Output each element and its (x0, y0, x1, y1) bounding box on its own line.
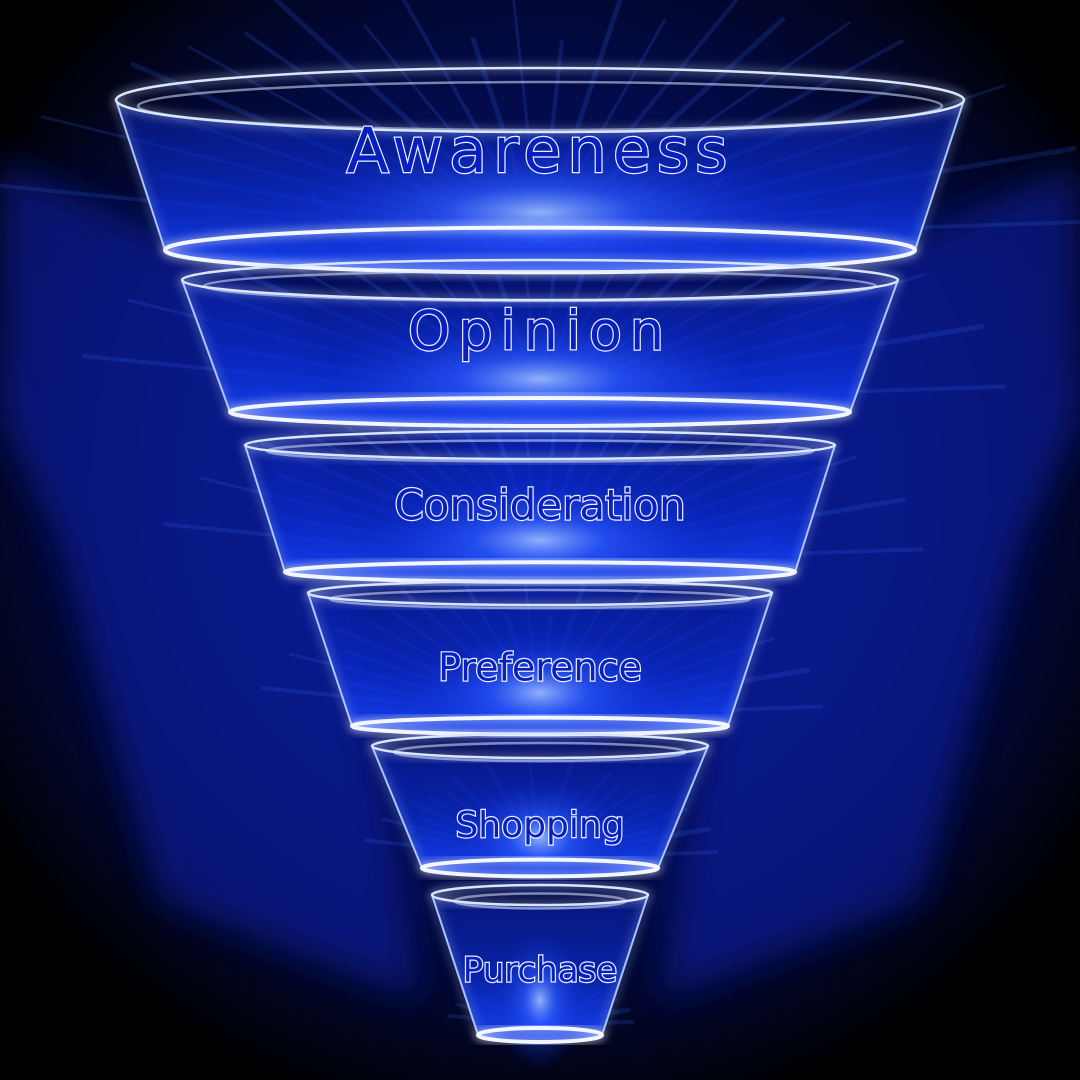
stage-inner-rim (202, 269, 878, 303)
funnel-stage: Preference (306, 579, 774, 760)
stage-bottom-rim (420, 857, 660, 879)
stage-inner-rim (265, 439, 815, 463)
stage-label: Preference (438, 646, 642, 690)
stage-burst (493, 930, 587, 1070)
stage-top-rim (114, 66, 966, 134)
funnel-stage: Purchase (430, 883, 650, 1070)
stage-label: Shopping (455, 805, 624, 846)
stage-wall-right (657, 745, 709, 869)
stage-burst (348, 476, 732, 604)
stage-burst (307, 313, 773, 445)
stage-wall-right (794, 444, 836, 573)
stage-label: Awareness (347, 114, 734, 187)
stage-wall-left (431, 894, 479, 1036)
funnel-stage: Opinion (180, 258, 900, 445)
stage-inner-rim (328, 588, 752, 610)
stage-label: Purchase (463, 951, 617, 991)
left-light-wing (0, 160, 420, 1000)
stage-inner-rim (452, 892, 628, 910)
stage-burst (451, 776, 629, 899)
stage-wall-left (307, 592, 353, 727)
stage-top-rim (306, 579, 774, 607)
stage-label: Consideration (394, 481, 685, 530)
stage-top-rim (370, 732, 710, 760)
funnel-stage: Awareness (114, 66, 966, 288)
stage-wall-left (115, 99, 166, 251)
funnel-stage: Consideration (243, 429, 837, 604)
stage-bottom-rim (163, 225, 917, 275)
stage-bottom-rim (228, 396, 852, 428)
stage-top-rim (430, 883, 650, 907)
stage-inner-rim (136, 80, 944, 132)
funnel-stages: AwarenessOpinionConsiderationPreferenceS… (114, 66, 966, 1070)
stage-wall-right (727, 592, 773, 727)
stage-wall-left (181, 279, 231, 413)
stage-bottom-rim (476, 1026, 604, 1044)
stage-wall-right (914, 99, 965, 251)
funnel-stage: Shopping (370, 732, 710, 899)
stage-burst (399, 626, 681, 760)
stage-label: Opinion (408, 300, 672, 363)
stage-top-rim (243, 429, 837, 461)
stage-wall-right (601, 894, 649, 1036)
stage-burst (258, 137, 822, 288)
stage-wall-right (849, 279, 899, 413)
stage-wall-left (244, 444, 286, 573)
stage-inner-rim (392, 741, 688, 763)
right-light-wing (660, 160, 1080, 1000)
stage-wall-left (371, 745, 423, 869)
